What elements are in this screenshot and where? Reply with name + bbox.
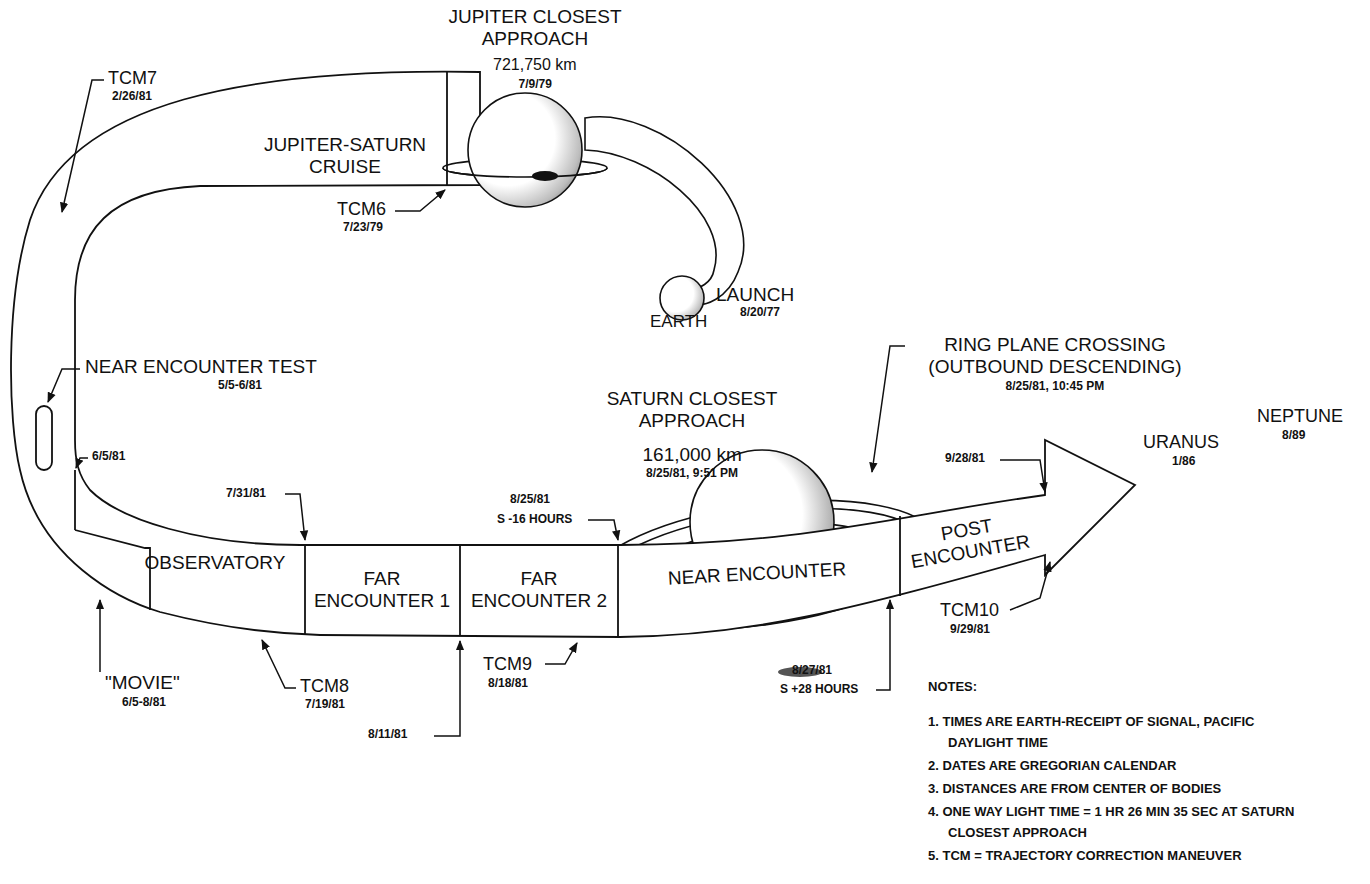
trajectory-segment: JUPITER-SATURN CRUISE <box>245 134 445 178</box>
tcm-label: TCM9 <box>483 654 532 675</box>
time-offset-label: S +28 HOURS <box>780 683 858 697</box>
planet-label: EARTH <box>650 312 707 332</box>
date-label: 7/23/79 <box>343 221 383 235</box>
leader-line <box>872 346 905 472</box>
date-label: 7/9/79 <box>519 78 552 92</box>
note-text: 5. TCM = TRAJECTORY CORRECTION MANEUVER <box>928 845 1313 866</box>
date-label: 8/20/77 <box>740 306 780 320</box>
leader-line <box>262 640 296 688</box>
trajectory-band <box>617 545 619 637</box>
note-text: 4. ONE WAY LIGHT TIME = 1 HR 26 MIN 35 S… <box>928 801 1313 844</box>
leader-line <box>588 520 618 540</box>
jupiter-planet <box>468 93 582 207</box>
jupiter-planet <box>443 93 607 207</box>
trajectory-band <box>899 516 901 596</box>
date-label: 9/28/81 <box>945 452 985 466</box>
leader-line <box>62 80 104 212</box>
leader-line <box>545 643 577 664</box>
encounter-heading: JUPITER CLOSEST APPROACH <box>418 6 653 50</box>
leader-line <box>48 369 80 402</box>
leader-line <box>876 600 890 690</box>
trajectory-band <box>446 72 448 185</box>
date-label: 7/19/81 <box>305 698 345 712</box>
trajectory-segment: FAR ENCOUNTER 2 <box>464 568 614 612</box>
planet-label: NEPTUNE <box>1257 406 1343 427</box>
date-label: 5/5-6/81 <box>218 379 262 393</box>
date-label: 8/25/81, 10:45 PM <box>1006 380 1105 394</box>
date-label: 8/27/81 <box>792 664 832 678</box>
tcm-label: TCM6 <box>337 199 386 220</box>
segment-label: FAR ENCOUNTER 2 <box>464 568 614 612</box>
leader-line <box>99 600 101 672</box>
tcm-label: TCM8 <box>300 676 349 697</box>
date-label: 8/25/81 <box>510 493 550 507</box>
leader-line <box>1000 460 1045 492</box>
leader-line <box>434 641 460 736</box>
leader-line <box>285 494 305 540</box>
event-label: LAUNCH <box>716 284 794 306</box>
date-label: 6/5-8/81 <box>122 696 166 710</box>
note-text: 3. DISTANCES ARE FROM CENTER OF BODIES <box>928 778 1313 799</box>
time-offset-label: S -16 HOURS <box>497 513 572 527</box>
trajectory-band <box>304 545 306 634</box>
date-label: 8/89 <box>1282 429 1305 443</box>
encounter-heading: SATURN CLOSEST APPROACH <box>567 388 817 432</box>
leader-line <box>48 80 1050 736</box>
note-text: 1. TIMES ARE EARTH-RECEIPT OF SIGNAL, PA… <box>928 711 1313 754</box>
segment-label: FAR ENCOUNTER 1 <box>310 568 455 612</box>
note-text: 2. DATES ARE GREGORIAN CALENDAR <box>928 755 1313 776</box>
trajectory-segment: FAR ENCOUNTER 1 <box>310 568 455 612</box>
leader-line <box>76 458 88 468</box>
trajectory-band <box>36 406 52 470</box>
date-label: 1/86 <box>1172 455 1195 469</box>
date-label: 8/25/81, 9:51 PM <box>646 467 738 481</box>
leader-line <box>1010 562 1050 610</box>
date-label: 6/5/81 <box>92 450 125 464</box>
event-label: RING PLANE CROSSING (OUTBOUND DESCENDING… <box>905 334 1205 378</box>
trajectory-band <box>75 530 150 610</box>
earth-jupiter-band <box>585 117 744 305</box>
jupiter-planet <box>532 171 558 181</box>
date-label: 8/18/81 <box>488 677 528 691</box>
trajectory-band <box>74 470 76 530</box>
earth-jupiter-band <box>585 117 744 305</box>
segment-label: OBSERVATORY <box>125 552 305 574</box>
date-label: 8/11/81 <box>368 728 407 742</box>
planet-label: URANUS <box>1143 432 1219 453</box>
jupiter-planet <box>443 168 607 177</box>
tcm-label: TCM10 <box>940 600 999 621</box>
distance-label: 161,000 km <box>643 444 742 466</box>
date-label: 2/26/81 <box>112 90 152 104</box>
leader-line <box>395 190 445 211</box>
date-label: 7/31/81 <box>226 487 266 501</box>
segment-label: JUPITER-SATURN CRUISE <box>245 134 445 178</box>
tcm-label: TCM7 <box>108 68 157 89</box>
event-label: "MOVIE" <box>105 672 180 694</box>
trajectory-segment: OBSERVATORY <box>125 552 305 574</box>
date-label: 9/29/81 <box>950 623 990 637</box>
distance-label: 721,750 km <box>493 56 577 74</box>
trajectory-band <box>459 546 461 636</box>
event-label: NEAR ENCOUNTER TEST <box>85 356 317 378</box>
notes-heading: NOTES: <box>928 680 977 695</box>
